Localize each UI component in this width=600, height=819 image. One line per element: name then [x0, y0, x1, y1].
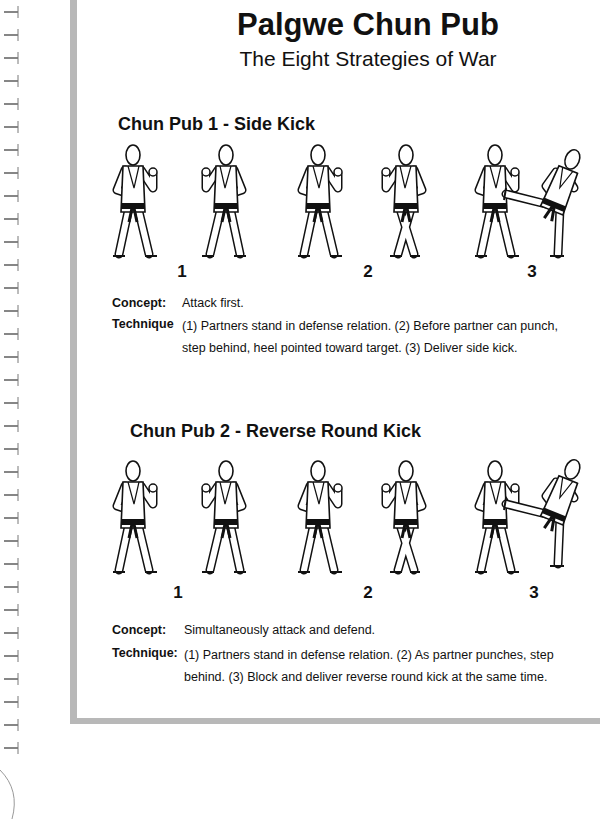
field-label: Concept: [112, 623, 166, 638]
subtitle: The Eight Strategies of War [138, 46, 598, 71]
step-number: 3 [522, 583, 546, 603]
field-label: Concept: [112, 296, 166, 311]
step-number: 2 [356, 262, 380, 282]
figure [382, 145, 422, 256]
figure [382, 461, 422, 572]
technique-text: (1) Partners stand in defense relation. … [182, 315, 584, 359]
section-heading: Chun Pub 2 - Reverse Round Kick [130, 421, 570, 443]
step-number: 1 [166, 583, 190, 603]
section-heading: Chun Pub 1 - Side Kick [118, 114, 538, 136]
field-label: Technique [112, 317, 174, 332]
figure [202, 461, 246, 572]
figure [298, 145, 342, 256]
title: Palgwe Chun Pub [138, 6, 598, 43]
kicking-figure [504, 146, 587, 256]
page-frame [70, 0, 77, 724]
step-number: 3 [520, 262, 544, 282]
figure [202, 145, 246, 256]
step-number: 2 [356, 583, 380, 603]
field-label: Technique: [112, 646, 178, 661]
figure [113, 461, 157, 572]
page-edge [0, 770, 14, 819]
figure [475, 461, 519, 572]
step-number: 1 [170, 262, 194, 282]
binder-ticks [0, 0, 22, 760]
kicking-figure [504, 456, 587, 566]
technique-text: (1) Partners stand in defense relation. … [184, 644, 586, 688]
page-frame [70, 718, 600, 724]
concept-text: Simultaneously attack and defend. [184, 623, 564, 638]
figure [475, 145, 519, 256]
figure [113, 145, 157, 256]
figure [298, 461, 342, 572]
concept-text: Attack first. [182, 296, 562, 311]
